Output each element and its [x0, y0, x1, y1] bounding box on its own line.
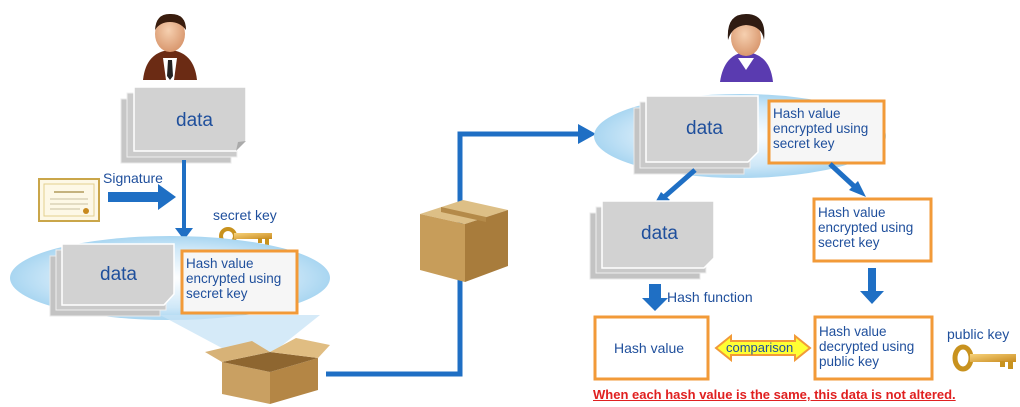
- signature-arrow: [108, 184, 176, 210]
- comparison-label: comparison: [726, 340, 794, 355]
- received-data-label: data: [686, 118, 723, 139]
- split-right-arrow: [828, 162, 858, 190]
- decrypted-hash-box: [813, 315, 934, 381]
- decrypted-hash-label: Hash value decrypted using public key: [819, 324, 915, 369]
- businesswoman-icon: [720, 14, 773, 82]
- split-hash-label: Hash value encrypted using secret key: [818, 205, 914, 250]
- split-data-stack: [589, 200, 715, 280]
- public-key-icon: [952, 344, 1016, 372]
- signed-data-stack: [49, 243, 175, 317]
- hash-value-box: [593, 315, 710, 381]
- secret-key-label: secret key: [213, 207, 277, 223]
- packaging-beam: [160, 315, 320, 355]
- signed-data-label: data: [100, 264, 137, 285]
- sender-data-label: data: [176, 110, 213, 131]
- closed-box-icon: [420, 200, 508, 282]
- received-hash-box: [767, 99, 886, 165]
- sender-data-stack: [120, 86, 247, 164]
- open-box-icon: [205, 338, 330, 404]
- split-left-arrow: [661, 168, 697, 200]
- received-hash-label: Hash value encrypted using secret key: [773, 106, 869, 151]
- sign-down-arrow: [175, 160, 193, 240]
- public-key-label: public key: [947, 326, 1010, 342]
- split-hash-box: [812, 197, 933, 263]
- comparison-arrow: [714, 333, 812, 363]
- hash-function-arrow: [642, 284, 668, 311]
- signed-hash-box: [180, 249, 299, 315]
- split-data-label: data: [641, 223, 678, 244]
- transmission-arrow-head: [578, 124, 596, 144]
- signed-hash-label: Hash value encrypted using secret key: [186, 256, 282, 301]
- hash-value-label: Hash value: [614, 340, 685, 356]
- businessman-icon: [143, 13, 197, 80]
- decrypt-arrow: [860, 268, 884, 304]
- certificate-icon: [38, 178, 100, 222]
- received-data-stack: [633, 95, 759, 175]
- signature-label: Signature: [103, 170, 163, 186]
- verification-result-text: When each hash value is the same, this d…: [593, 387, 956, 402]
- hash-function-label: Hash function: [667, 289, 753, 305]
